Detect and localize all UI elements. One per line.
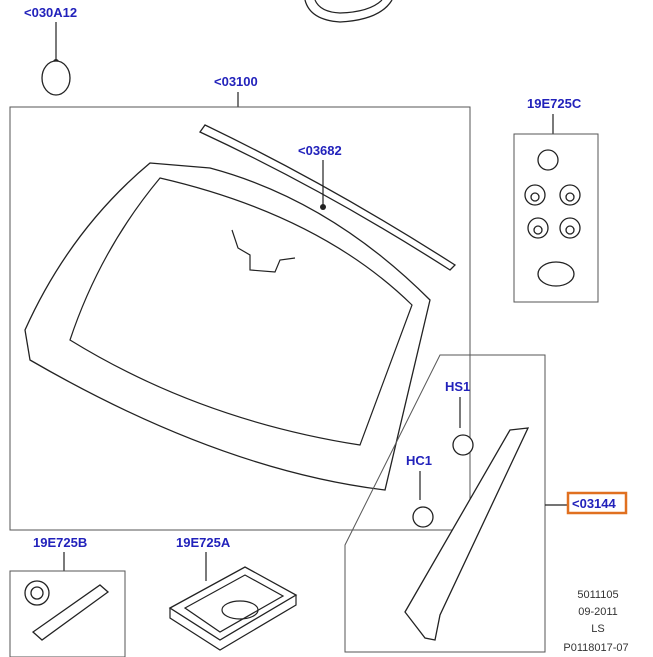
callout-030a12[interactable]: <030A12	[24, 5, 77, 20]
callout-19e725b[interactable]: 19E725B	[33, 535, 87, 550]
clips-kit-box	[513, 133, 599, 303]
callout-03144[interactable]: <03144	[572, 496, 617, 511]
footer-line-1: 5011105	[577, 589, 618, 601]
pillar-trim-group-box	[344, 354, 546, 653]
callout-03682[interactable]: <03682	[298, 143, 342, 158]
callout-hc1[interactable]: HC1	[406, 453, 432, 468]
callout-19e725c[interactable]: 19E725C	[527, 96, 582, 111]
callout-03100[interactable]: <03100	[214, 74, 258, 89]
pillar-trim	[404, 427, 530, 641]
footer-line-2: 09-2011	[578, 606, 618, 618]
clips	[524, 149, 581, 239]
grommet-part	[41, 60, 71, 96]
footer-line-4: P0118017-07	[563, 642, 628, 654]
top-partial-part	[304, 0, 393, 23]
footer-line-3: LS	[591, 623, 604, 635]
moulding-strip	[199, 124, 457, 271]
callout-19e725a[interactable]: 19E725A	[176, 535, 231, 550]
kit-a-tray	[168, 566, 298, 641]
highlight-box	[566, 491, 628, 515]
adhesive-tube	[31, 584, 110, 641]
seal-ring	[537, 261, 575, 287]
windscreen-glass	[24, 162, 431, 491]
callout-hs1[interactable]: HS1	[445, 379, 470, 394]
hc1-clip	[412, 506, 434, 528]
windscreen-group-box	[9, 106, 471, 531]
hs1-clip	[452, 434, 474, 456]
kit-b-box	[9, 570, 126, 657]
